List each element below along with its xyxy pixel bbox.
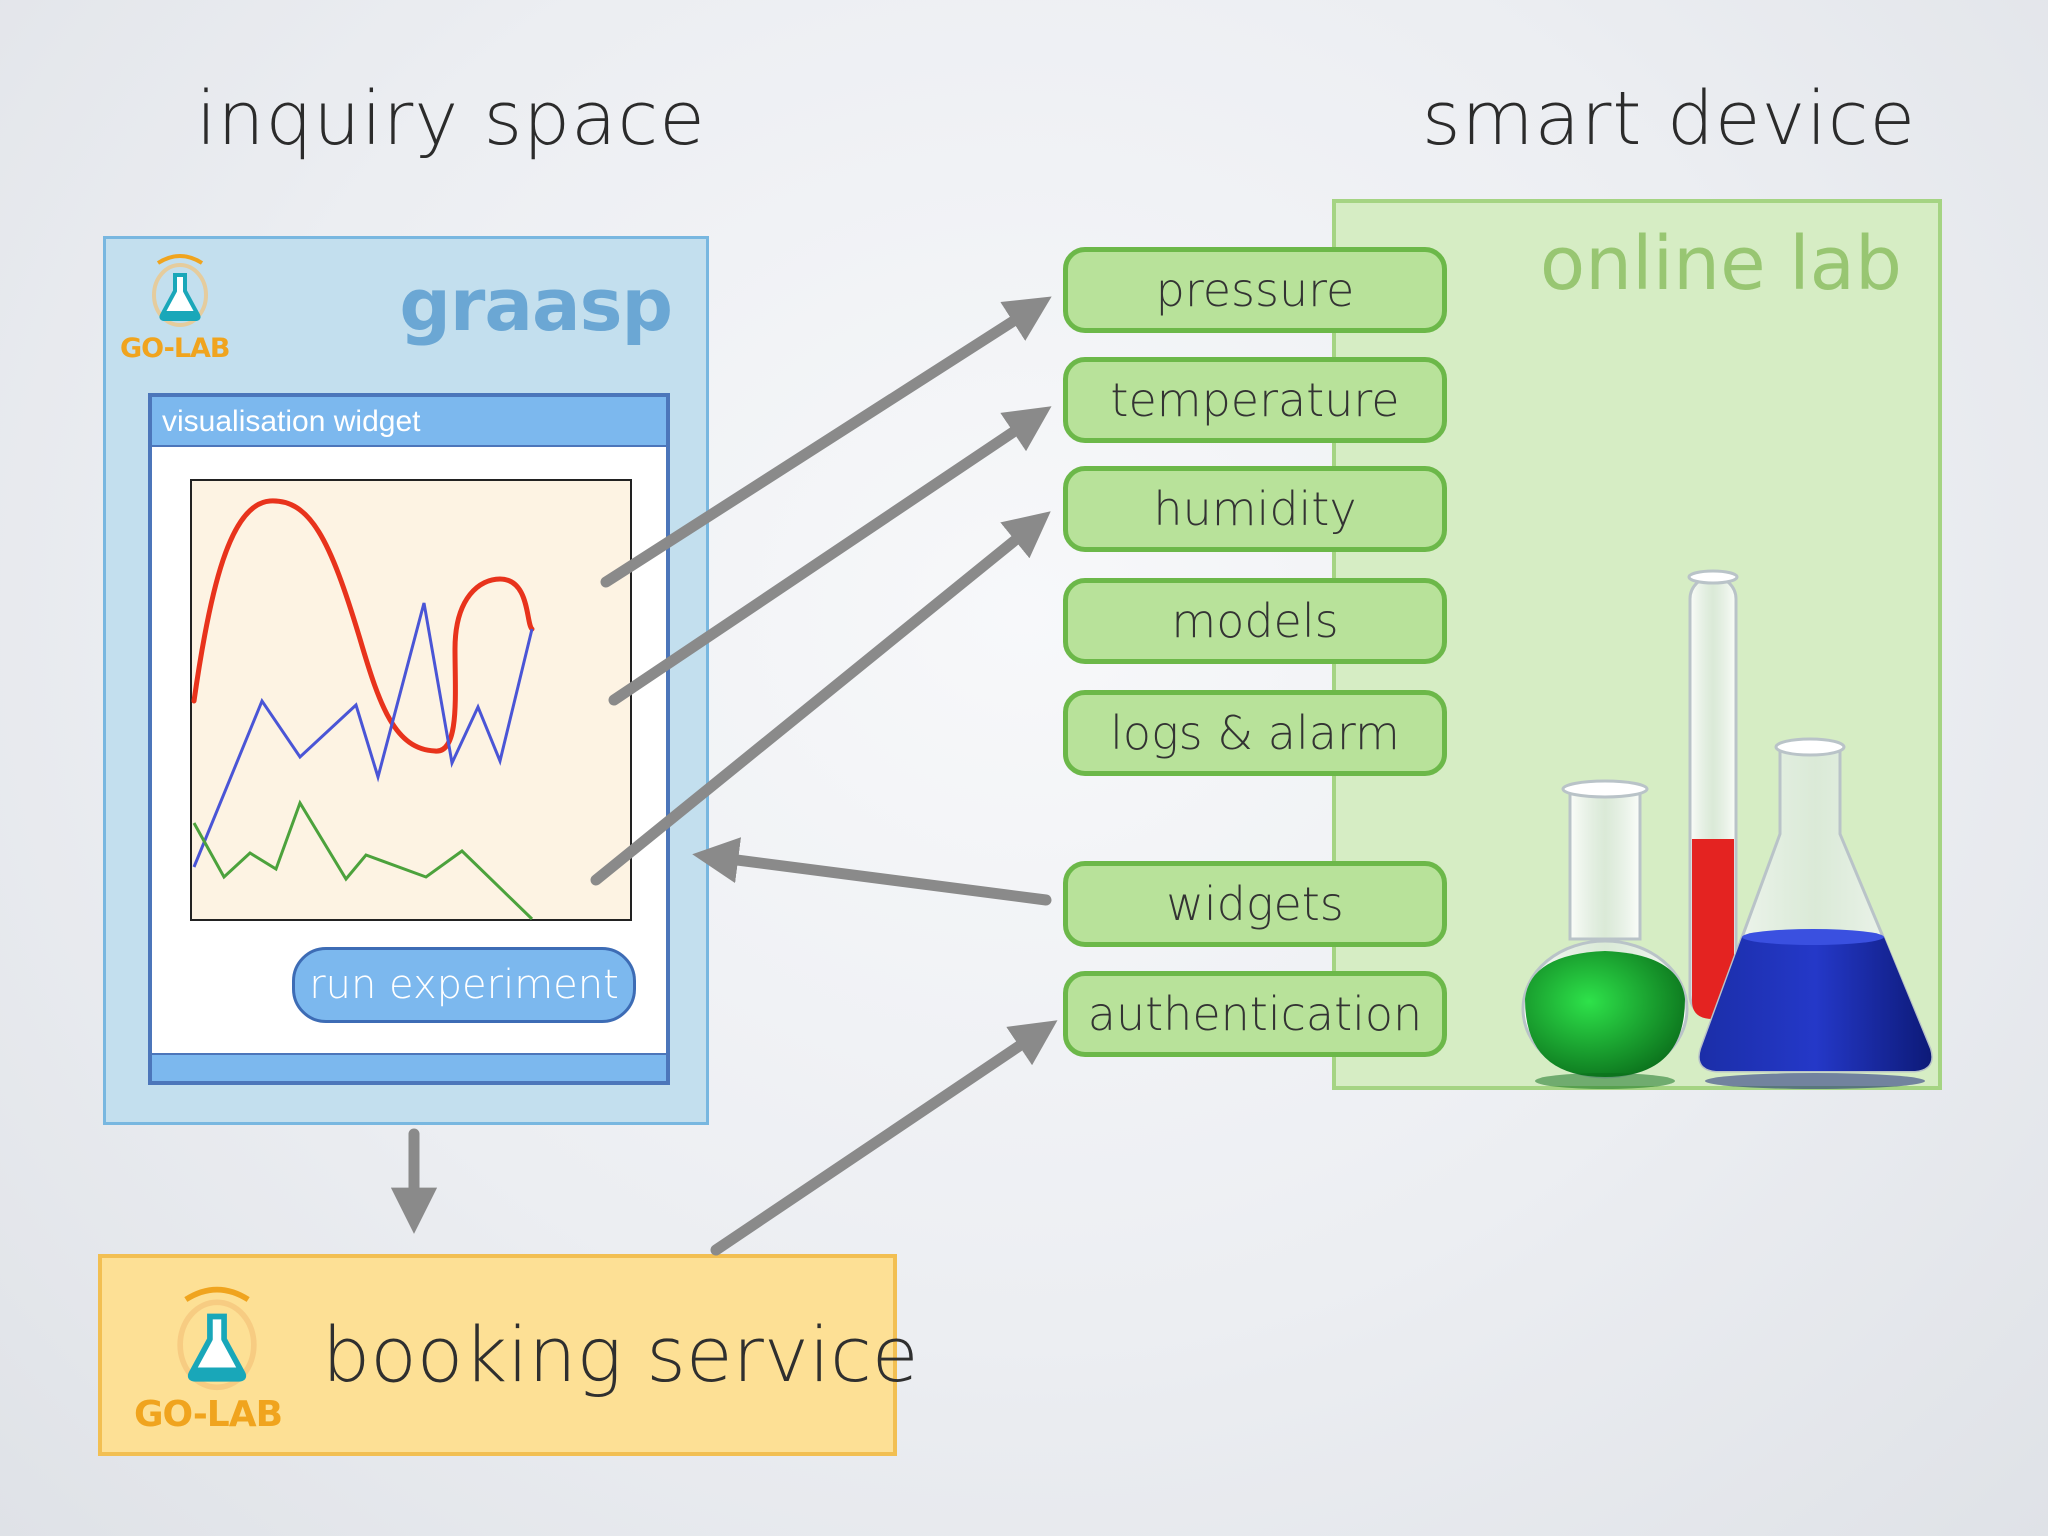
service-authentication[interactable]: authentication <box>1063 971 1447 1057</box>
widget-title: visualisation widget <box>162 405 421 438</box>
golab-logo: GO-LAB <box>132 1282 302 1442</box>
booking-service-label: booking service <box>322 1310 919 1399</box>
arrow-booking-to-authentication <box>710 1020 1058 1256</box>
chart-series-green <box>192 799 534 921</box>
service-pressure[interactable]: pressure <box>1063 247 1447 333</box>
chart-series-red <box>191 498 535 754</box>
online-lab-title: online lab <box>1539 221 1902 307</box>
golab-logo-text: GO-LAB <box>134 1394 283 1435</box>
service-logs-alarm[interactable]: logs & alarm <box>1063 690 1447 776</box>
flask-icon <box>177 1286 257 1391</box>
heading-smart-device: smart device <box>1422 76 1917 162</box>
golab-logo-text: GO-LAB <box>120 333 231 364</box>
service-models[interactable]: models <box>1063 578 1447 664</box>
chart-series-blue <box>192 602 534 868</box>
widget-bottombar <box>152 1053 666 1081</box>
graasp-title: graasp <box>399 263 673 347</box>
service-humidity[interactable]: humidity <box>1063 466 1447 552</box>
widget-chart <box>190 479 632 921</box>
arrow-widgets-to-graasp <box>692 837 1052 906</box>
service-widgets[interactable]: widgets <box>1063 861 1447 947</box>
heading-inquiry-space: inquiry space <box>196 76 706 162</box>
visualisation-widget: visualisation widget run experiment <box>148 393 670 1085</box>
run-experiment-button[interactable]: run experiment <box>292 947 636 1023</box>
widget-titlebar[interactable]: visualisation widget <box>152 397 666 447</box>
service-temperature[interactable]: temperature <box>1063 357 1447 443</box>
booking-service-panel: GO-LAB booking service <box>98 1254 919 1456</box>
lab-glassware-image <box>1521 569 1933 1089</box>
flask-icon <box>152 254 208 327</box>
golab-logo: GO-LAB <box>120 253 240 364</box>
graasp-panel: GO-LAB graasp visualisation widget run e… <box>103 236 709 1125</box>
